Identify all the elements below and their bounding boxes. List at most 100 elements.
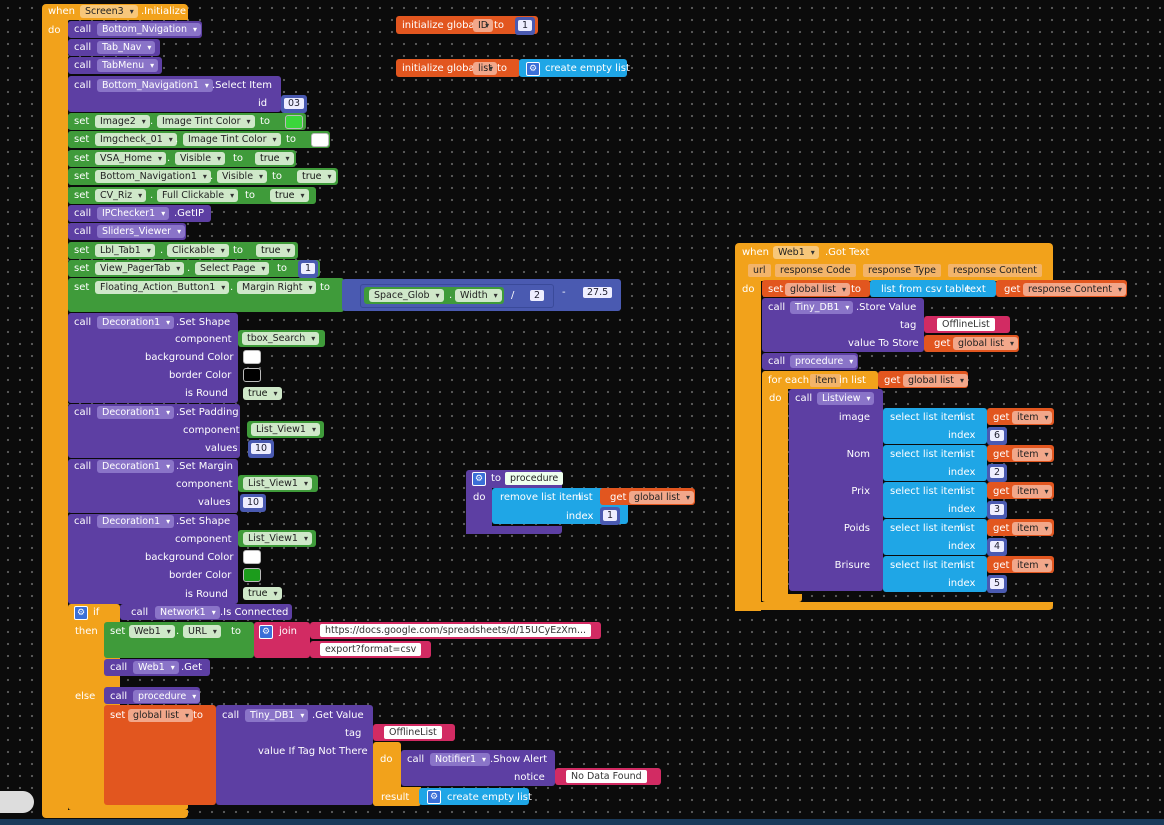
param-url[interactable]: url (748, 264, 771, 277)
sliders-viewer-selector[interactable]: Sliders_Viewer (97, 225, 186, 238)
list-mutator-gear-icon[interactable]: ⚙ (427, 790, 441, 804)
divisor-value[interactable]: 2 (530, 290, 545, 301)
workspace-scrollbar-handle[interactable] (0, 791, 34, 813)
if-mutator-gear-icon[interactable]: ⚙ (74, 606, 88, 620)
global-list-selector[interactable]: global list (953, 337, 1018, 350)
image-tint-color-selector[interactable]: Image Tint Color (157, 115, 255, 128)
screen-selector[interactable]: Screen3 (80, 5, 138, 18)
index-value[interactable]: 2 (990, 467, 1005, 478)
url-text-part-1[interactable]: https://docs.google.com/spreadsheets/d/1… (320, 624, 592, 637)
decoration1-selector[interactable]: Decoration1 (97, 515, 175, 528)
true-value[interactable]: true (243, 587, 282, 600)
web1-selector[interactable]: Web1 (129, 625, 175, 638)
subtrahend-number-block[interactable]: 27.5 (580, 284, 616, 302)
item-selector[interactable]: item (1012, 411, 1053, 424)
index-number-block[interactable]: 6 (987, 427, 1008, 445)
true-value[interactable]: true (256, 244, 295, 257)
global-list-selector[interactable]: global list (629, 491, 694, 504)
ipchecker-selector[interactable]: IPChecker1 (97, 207, 170, 220)
full-clickable-selector[interactable]: Full Clickable (157, 189, 239, 202)
select-list-item-block[interactable] (883, 482, 987, 518)
list-view1-selector[interactable]: List_View1 (243, 532, 312, 545)
vsa-home-selector[interactable]: VSA_Home (95, 152, 167, 165)
procedure-name-field[interactable]: procedure (505, 472, 564, 485)
create-empty-list-block[interactable] (519, 59, 627, 77)
tiny-db1-selector[interactable]: Tiny_DB1 (245, 709, 309, 722)
procedure-selector[interactable]: procedure (133, 690, 201, 703)
true-value[interactable]: true (255, 152, 294, 165)
list-view1-selector[interactable]: List_View1 (243, 477, 312, 490)
subtrahend-value[interactable]: 27.5 (583, 287, 613, 298)
index-value[interactable]: 4 (990, 541, 1005, 552)
global-id-number-block[interactable]: 1 (515, 17, 536, 35)
index-number-block[interactable]: 5 (987, 575, 1008, 593)
global-id-value[interactable]: 1 (518, 20, 533, 31)
clickable-selector[interactable]: Clickable (167, 244, 229, 257)
call-listview-block[interactable] (789, 389, 883, 591)
tiny-db1-selector[interactable]: Tiny_DB1 (790, 301, 854, 314)
select-list-item-block[interactable] (883, 445, 987, 481)
decoration1-selector[interactable]: Decoration1 (97, 460, 175, 473)
join-mutator-gear-icon[interactable]: ⚙ (259, 625, 273, 639)
bottom-navigation1-selector[interactable]: Bottom_Navigation1 (97, 79, 213, 92)
white-color-swatch[interactable] (243, 350, 261, 364)
true-value[interactable]: true (297, 170, 336, 183)
space-glob-selector[interactable]: Space_Glob (369, 289, 444, 302)
param-response-code[interactable]: response Code (775, 264, 856, 277)
margin-value[interactable]: 10 (243, 497, 264, 508)
decoration-set-shape-block-2[interactable] (68, 514, 238, 604)
tab-nav-selector[interactable]: Tab_Nav (97, 41, 156, 54)
tabmenu-selector[interactable]: TabMenu (97, 59, 159, 72)
index-value[interactable]: 6 (990, 430, 1005, 441)
workspace-bottom-scrollbar[interactable] (0, 819, 1164, 825)
global-list-name-field[interactable]: list (473, 62, 497, 75)
network1-selector[interactable]: Network1 (155, 606, 220, 619)
padding-number-block[interactable]: 10 (248, 440, 275, 458)
procedure-mutator-gear-icon[interactable]: ⚙ (472, 472, 486, 486)
visible-selector[interactable]: Visible (217, 170, 268, 183)
procedure-selector[interactable]: procedure (790, 355, 858, 368)
index-number-block[interactable]: 1 (600, 507, 621, 525)
decoration1-selector[interactable]: Decoration1 (97, 406, 175, 419)
item-selector[interactable]: item (1012, 485, 1053, 498)
item-variable[interactable]: item (810, 374, 842, 387)
cv-riz-selector[interactable]: CV_Riz (95, 189, 147, 202)
bottom-nvigation-selector[interactable]: Bottom_Nvigation (97, 23, 202, 36)
param-response-type[interactable]: response Type (863, 264, 941, 277)
item-selector[interactable]: item (1012, 522, 1053, 535)
image2-selector[interactable]: Image2 (95, 115, 150, 128)
index-value[interactable]: 1 (603, 510, 618, 521)
bottom-navigation1-selector[interactable]: Bottom_Navigation1 (95, 170, 211, 183)
web1-selector[interactable]: Web1 (773, 246, 819, 259)
white-color-swatch[interactable] (311, 133, 329, 147)
list-from-csv-table-block[interactable] (870, 280, 996, 297)
select-page-selector[interactable]: Select Page (195, 262, 270, 275)
id-number-block[interactable]: 03 (281, 95, 308, 113)
no-data-found-text[interactable]: No Data Found (566, 770, 647, 783)
create-empty-list-block[interactable] (419, 788, 529, 805)
page-number-value[interactable]: 1 (301, 263, 316, 274)
width-selector[interactable]: Width (455, 289, 502, 302)
green-color-swatch[interactable] (285, 115, 303, 129)
index-number-block[interactable]: 4 (987, 538, 1008, 556)
white-color-swatch[interactable] (243, 550, 261, 564)
index-value[interactable]: 5 (990, 578, 1005, 589)
index-number-block[interactable]: 2 (987, 464, 1008, 482)
imgcheck-selector[interactable]: Imgcheck_01 (95, 133, 177, 146)
decoration1-selector[interactable]: Decoration1 (97, 316, 175, 329)
global-list-selector[interactable]: global list (128, 709, 193, 722)
global-list-selector[interactable]: global list (903, 374, 968, 387)
visible-selector[interactable]: Visible (175, 152, 226, 165)
index-number-block[interactable]: 3 (987, 501, 1008, 519)
select-list-item-block[interactable] (883, 519, 987, 555)
web1-selector[interactable]: Web1 (133, 661, 179, 674)
param-response-content[interactable]: response Content (948, 264, 1042, 277)
padding-value[interactable]: 10 (251, 443, 272, 454)
margin-number-block[interactable]: 10 (240, 494, 267, 512)
view-pagertab-selector[interactable]: View_PagerTab (95, 262, 185, 275)
tbox-search-selector[interactable]: tbox_Search (242, 332, 320, 345)
divisor-number-block[interactable]: 2 (527, 287, 548, 305)
select-list-item-block[interactable] (883, 556, 987, 592)
index-value[interactable]: 3 (990, 504, 1005, 515)
url-selector[interactable]: URL (183, 625, 221, 638)
